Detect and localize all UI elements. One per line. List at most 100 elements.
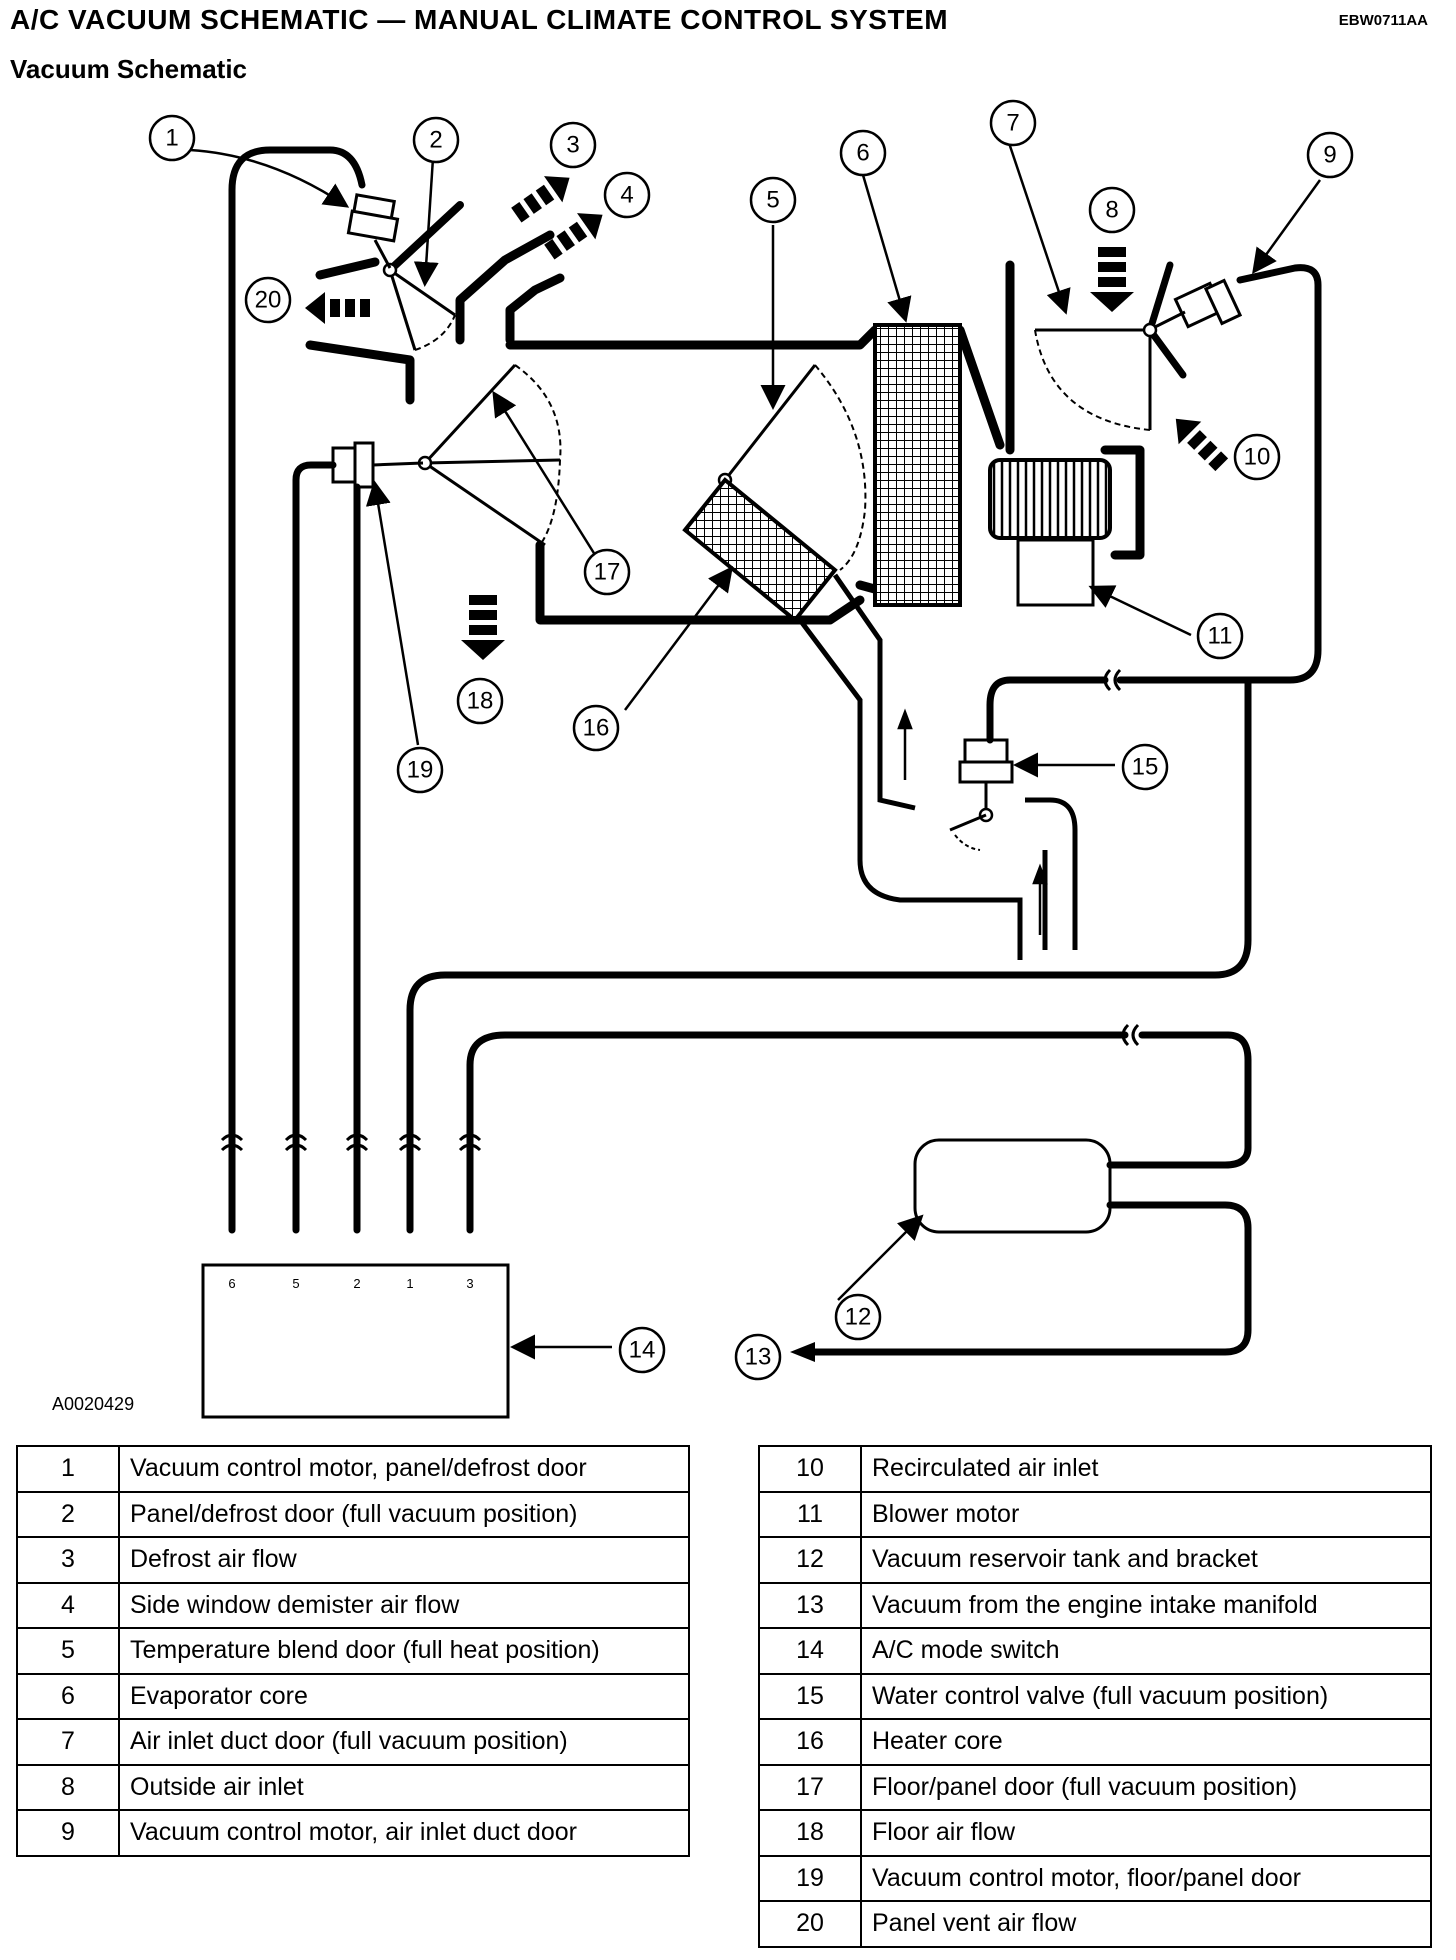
callout-19: 19 bbox=[396, 746, 444, 794]
callout-6: 6 bbox=[839, 129, 887, 177]
callout-12: 12 bbox=[834, 1293, 882, 1341]
legend-desc: Panel vent air flow bbox=[860, 1900, 1432, 1948]
legend-num: 4 bbox=[16, 1581, 120, 1629]
vacuum-schematic-diagram: 6 5 2 1 3 bbox=[148, 99, 1354, 1419]
callout-8: 8 bbox=[1088, 186, 1136, 234]
evaporator-core bbox=[873, 323, 962, 607]
svg-text:6: 6 bbox=[856, 140, 869, 167]
panel-defrost-door bbox=[382, 201, 464, 351]
figure-id: A0020429 bbox=[52, 1394, 135, 1414]
callout-15: 15 bbox=[1121, 743, 1169, 791]
legend-num: 20 bbox=[758, 1900, 862, 1948]
svg-text:18: 18 bbox=[467, 688, 494, 715]
port-label-3: 3 bbox=[466, 1276, 473, 1291]
svg-text:7: 7 bbox=[1006, 110, 1019, 137]
outside-air-arrow bbox=[1090, 247, 1134, 312]
legend-num: 16 bbox=[758, 1718, 862, 1766]
callout-9: 9 bbox=[1306, 131, 1354, 179]
legend-desc: A/C mode switch bbox=[860, 1627, 1432, 1675]
legend-num: 11 bbox=[758, 1490, 862, 1538]
legend-desc: Recirculated air inlet bbox=[860, 1445, 1432, 1493]
legend-desc: Side window demister air flow bbox=[118, 1581, 690, 1629]
legend-num: 17 bbox=[758, 1763, 862, 1811]
vacuum-reservoir-tank bbox=[913, 1138, 1112, 1234]
svg-text:11: 11 bbox=[1208, 623, 1233, 650]
legend-num: 14 bbox=[758, 1627, 862, 1675]
air-inlet-duct-door bbox=[1034, 261, 1187, 431]
svg-text:14: 14 bbox=[629, 1337, 656, 1364]
legend-desc: Water control valve (full vacuum positio… bbox=[860, 1672, 1432, 1720]
legend-num: 15 bbox=[758, 1672, 862, 1720]
legend-num: 6 bbox=[16, 1672, 120, 1720]
legend-desc: Temperature blend door (full heat positi… bbox=[118, 1627, 690, 1675]
page-title: A/C VACUUM SCHEMATIC — MANUAL CLIMATE CO… bbox=[10, 4, 949, 35]
port-label-6: 6 bbox=[228, 1276, 235, 1291]
svg-text:19: 19 bbox=[407, 757, 434, 784]
callout-3: 3 bbox=[549, 121, 597, 169]
callout-7: 7 bbox=[989, 99, 1037, 147]
legend-desc: Air inlet duct door (full vacuum positio… bbox=[118, 1718, 690, 1766]
legend-desc: Floor/panel door (full vacuum position) bbox=[860, 1763, 1432, 1811]
callout-4: 4 bbox=[603, 171, 651, 219]
callout-17: 17 bbox=[583, 548, 631, 596]
callout-14: 14 bbox=[618, 1326, 666, 1374]
demister-airflow-arrow bbox=[544, 213, 603, 260]
port-label-1: 1 bbox=[406, 1276, 413, 1291]
svg-text:2: 2 bbox=[429, 127, 442, 154]
svg-text:20: 20 bbox=[255, 287, 282, 314]
legend-desc: Outside air inlet bbox=[118, 1763, 690, 1811]
engine-vacuum-arrowhead bbox=[790, 1342, 815, 1362]
port-label-2: 2 bbox=[353, 1276, 360, 1291]
heater-core bbox=[682, 477, 838, 623]
legend-desc: Vacuum control motor, panel/defrost door bbox=[118, 1445, 690, 1493]
vacuum-motor-panel-defrost bbox=[346, 193, 400, 269]
callout-1: 1 bbox=[148, 114, 196, 162]
legend-num: 13 bbox=[758, 1581, 862, 1629]
svg-text:4: 4 bbox=[620, 182, 633, 209]
ac-mode-switch bbox=[201, 1263, 510, 1419]
mode-switch-ports: 6 5 2 1 3 bbox=[228, 1276, 473, 1291]
vacuum-hoses bbox=[228, 146, 1322, 1356]
legend-desc: Heater core bbox=[860, 1718, 1432, 1766]
legend-desc: Defrost air flow bbox=[118, 1536, 690, 1584]
callout-5: 5 bbox=[749, 176, 797, 224]
svg-text:15: 15 bbox=[1132, 754, 1159, 781]
legend-desc: Vacuum reservoir tank and bracket bbox=[860, 1536, 1432, 1584]
callout-20: 20 bbox=[244, 276, 292, 324]
legend-desc: Blower motor bbox=[860, 1490, 1432, 1538]
legend-num: 2 bbox=[16, 1490, 120, 1538]
legend-num: 7 bbox=[16, 1718, 120, 1766]
callout-13: 13 bbox=[734, 1333, 782, 1381]
vacuum-motor-air-inlet bbox=[1154, 278, 1243, 329]
legend-num: 10 bbox=[758, 1445, 862, 1493]
legend-desc: Floor air flow bbox=[860, 1809, 1432, 1857]
vacuum-motor-floor-panel bbox=[331, 441, 424, 489]
callout-2: 2 bbox=[412, 116, 460, 164]
legend-num: 18 bbox=[758, 1809, 862, 1857]
legend-desc: Panel/defrost door (full vacuum position… bbox=[118, 1490, 690, 1538]
legend-num: 19 bbox=[758, 1854, 862, 1902]
page-subtitle: Vacuum Schematic bbox=[10, 54, 247, 84]
legend-num: 5 bbox=[16, 1627, 120, 1675]
document-code: EBW0711AA bbox=[1338, 12, 1428, 29]
blower-motor bbox=[988, 458, 1112, 607]
callout-16: 16 bbox=[572, 704, 620, 752]
svg-text:13: 13 bbox=[745, 1344, 772, 1371]
